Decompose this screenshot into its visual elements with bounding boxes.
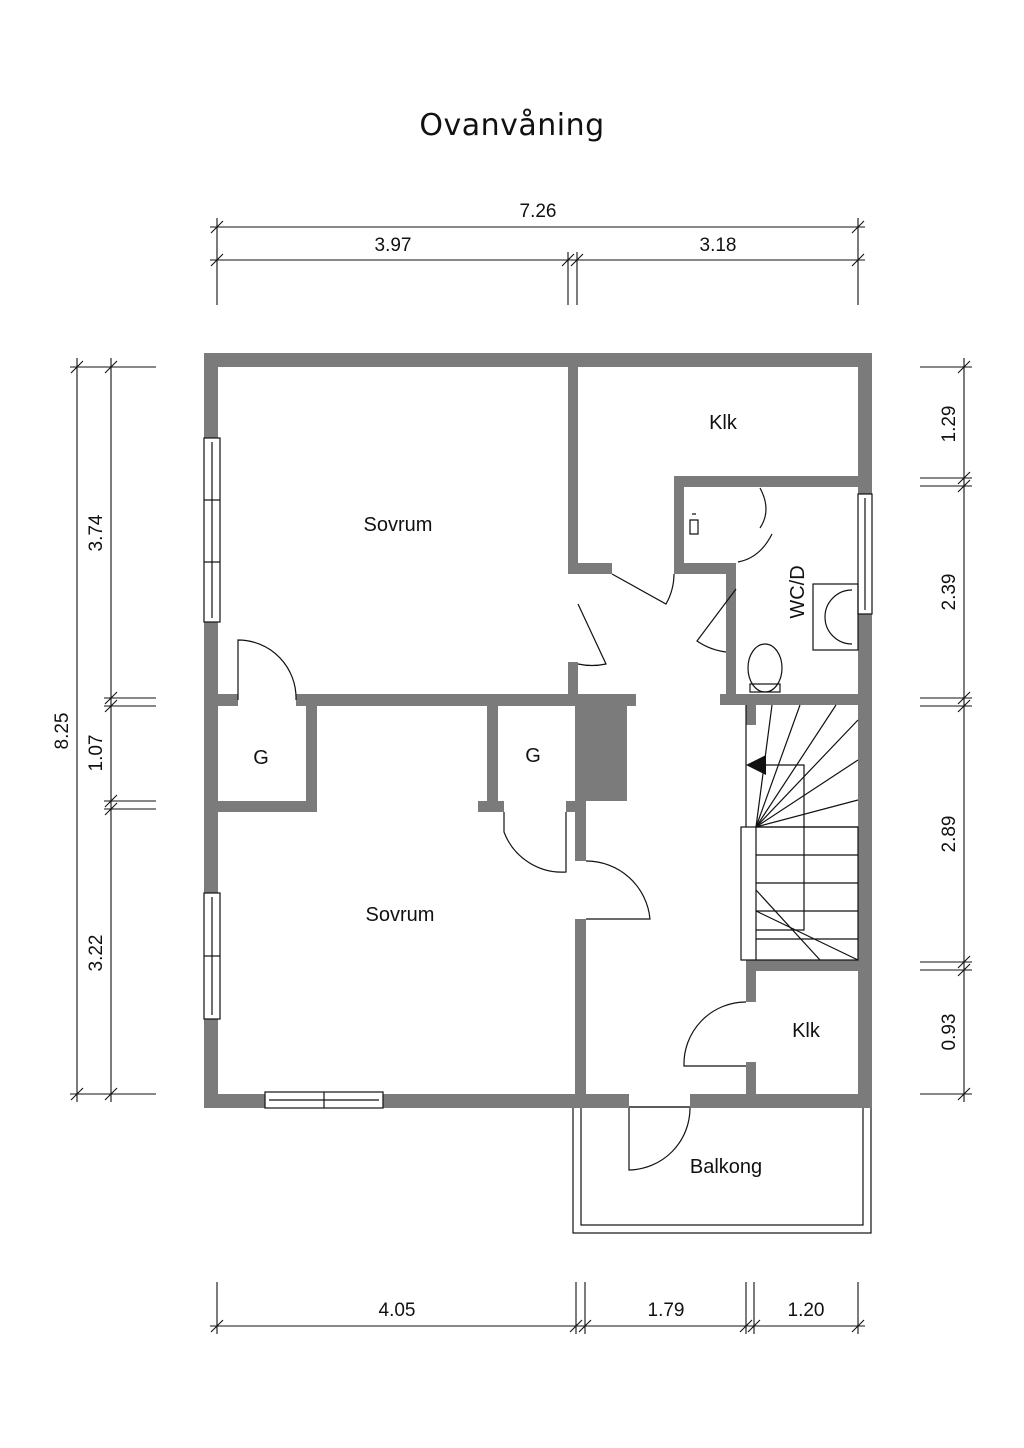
dim-left-middle: 1.07 <box>86 735 107 772</box>
room-label-sovrum-lower: Sovrum <box>366 904 435 926</box>
shower-icon <box>689 513 699 535</box>
dim-left-upper: 3.74 <box>86 514 107 551</box>
dim-left-lower: 3.22 <box>86 935 107 972</box>
staircase <box>740 704 859 961</box>
room-label-klk-bottom: Klk <box>792 1020 821 1042</box>
plan-title: Ovanvåning <box>419 108 605 143</box>
dim-right-3: 2.89 <box>939 816 960 853</box>
dim-bottom-2: 1.79 <box>648 1300 685 1321</box>
room-label-sovrum-upper: Sovrum <box>364 514 433 536</box>
room-label-wc: WC/D <box>787 565 809 618</box>
dim-top-left: 3.97 <box>375 235 412 256</box>
wc-fixtures <box>689 513 859 693</box>
dim-top-total: 7.26 <box>520 201 557 222</box>
dim-bottom-1: 4.05 <box>379 1300 416 1321</box>
windows <box>203 437 873 1109</box>
dim-top-right: 3.18 <box>700 235 737 256</box>
dim-right-4: 0.93 <box>939 1014 960 1051</box>
dim-left-total: 8.25 <box>52 713 73 750</box>
room-label-klk-top: Klk <box>709 412 738 434</box>
walls <box>204 353 872 1108</box>
dimension-lines <box>70 218 972 1334</box>
dim-bottom-3: 1.20 <box>788 1300 825 1321</box>
dim-right-1: 1.29 <box>939 406 960 443</box>
room-label-g-middle: G <box>525 745 541 767</box>
room-label-g-left: G <box>253 747 269 769</box>
doors <box>237 487 773 1171</box>
toilet-icon <box>747 643 783 693</box>
room-label-balkong: Balkong <box>690 1156 762 1178</box>
stair-arrow-icon <box>746 755 766 775</box>
chimney <box>575 698 627 801</box>
dim-right-2: 2.39 <box>939 574 960 611</box>
sink <box>812 583 859 651</box>
